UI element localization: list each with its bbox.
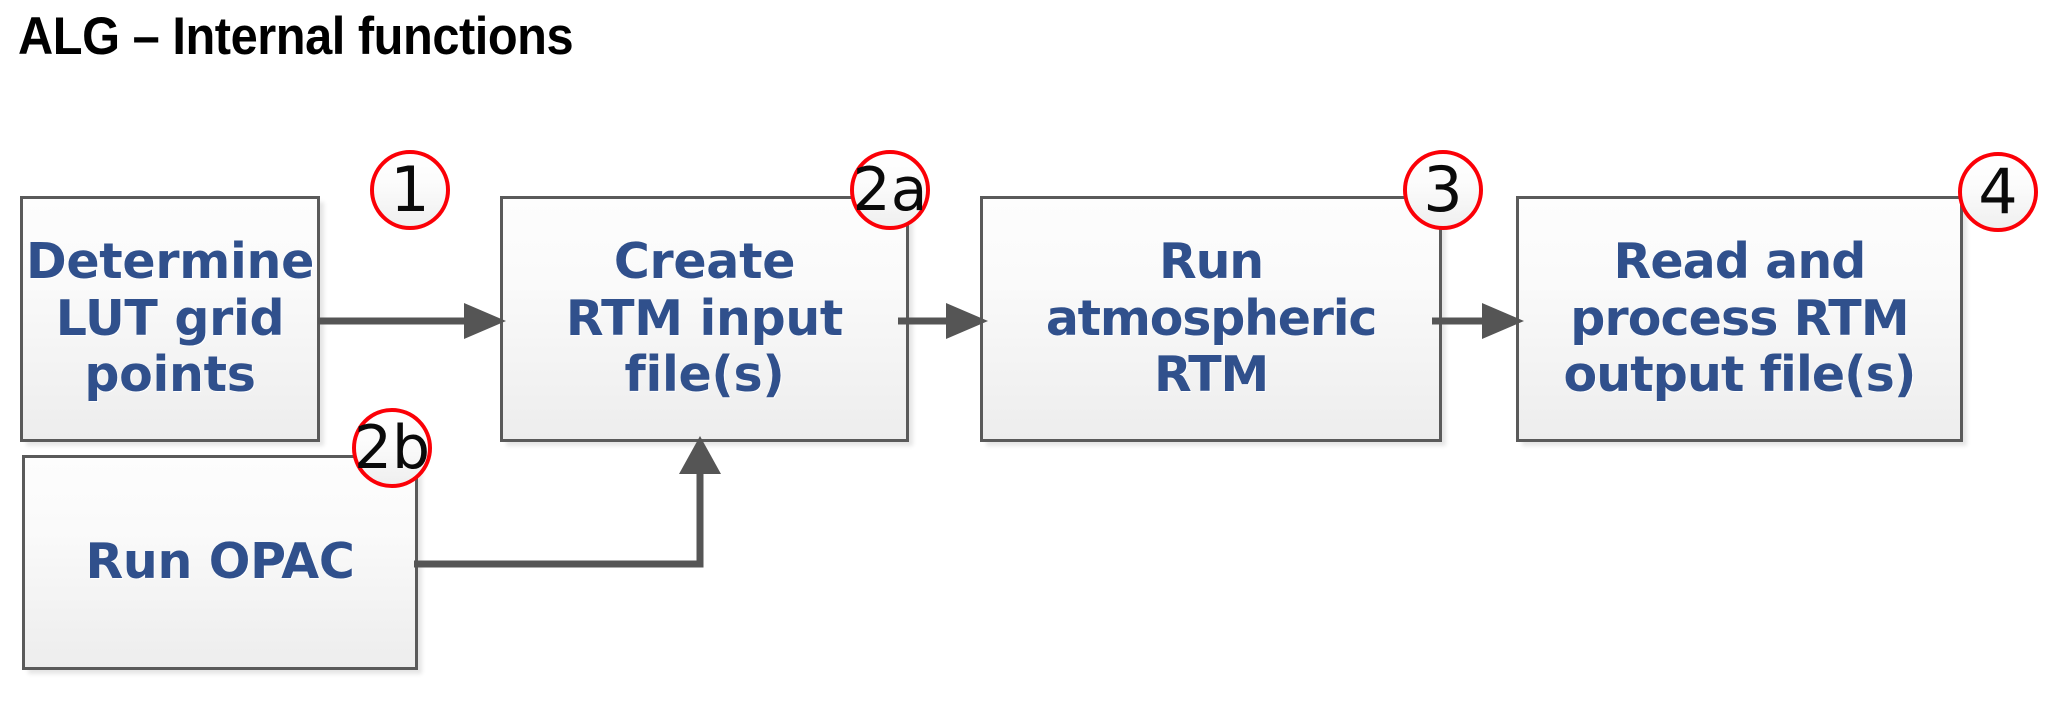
step-badge-label: 2b — [353, 413, 431, 483]
process-box-create-rtm-input-files[interactable]: Create RTM input file(s) — [500, 196, 909, 442]
step-badge-label: 4 — [1978, 155, 2018, 228]
step-badge-2a[interactable]: 2a — [850, 150, 930, 230]
step-badge-label: 2a — [852, 155, 928, 225]
process-box-run-atmospheric-rtm[interactable]: Run atmospheric RTM — [980, 196, 1442, 442]
connector-runrtm-to-readproc — [1432, 303, 1524, 339]
process-box-label: Read and process RTM output file(s) — [1563, 232, 1917, 404]
page-title: ALG – Internal functions — [18, 7, 574, 66]
step-badge-3[interactable]: 3 — [1403, 150, 1483, 230]
process-box-run-opac[interactable]: Run OPAC — [22, 455, 418, 670]
process-box-label: Determine LUT grid points — [26, 232, 314, 404]
step-badge-2b[interactable]: 2b — [352, 408, 432, 488]
step-badge-1[interactable]: 1 — [370, 150, 450, 230]
step-badge-label: 1 — [390, 153, 430, 226]
connector-determine-to-create — [318, 303, 506, 339]
step-badge-4[interactable]: 4 — [1958, 152, 2038, 232]
process-box-label: Run atmospheric RTM — [1045, 232, 1378, 404]
process-box-read-and-process-rtm-output-files[interactable]: Read and process RTM output file(s) — [1516, 196, 1963, 442]
process-box-label: Run OPAC — [85, 533, 355, 591]
step-badge-label: 3 — [1423, 153, 1463, 226]
connector-opac-to-create — [414, 436, 721, 568]
connector-create-to-runrtm — [898, 303, 988, 339]
process-box-label: Create RTM input file(s) — [565, 232, 844, 404]
process-box-determine-lut-grid-points[interactable]: Determine LUT grid points — [20, 196, 320, 442]
